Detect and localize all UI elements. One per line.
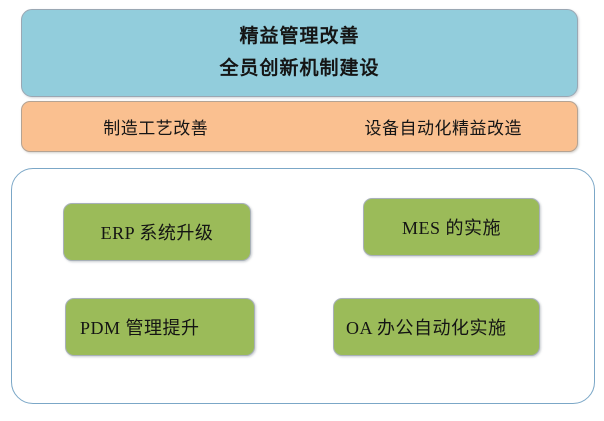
project-box-erp: ERP 系统升级 — [63, 203, 251, 261]
title-banner-line-1: 精益管理改善 — [239, 25, 360, 47]
project-box-pdm: PDM 管理提升 — [65, 298, 255, 356]
subtitle-banner: 制造工艺改善 设备自动化精益改造 — [21, 101, 578, 152]
project-box-oa: OA 办公自动化实施 — [333, 298, 540, 356]
subtitle-item-manufacturing-process: 制造工艺改善 — [103, 119, 209, 138]
title-banner-line-2: 全员创新机制建设 — [219, 57, 380, 79]
project-box-mes: MES 的实施 — [363, 198, 540, 256]
subtitle-item-equipment-automation: 设备自动化精益改造 — [364, 119, 522, 138]
title-banner: 精益管理改善 全员创新机制建设 — [21, 9, 578, 97]
